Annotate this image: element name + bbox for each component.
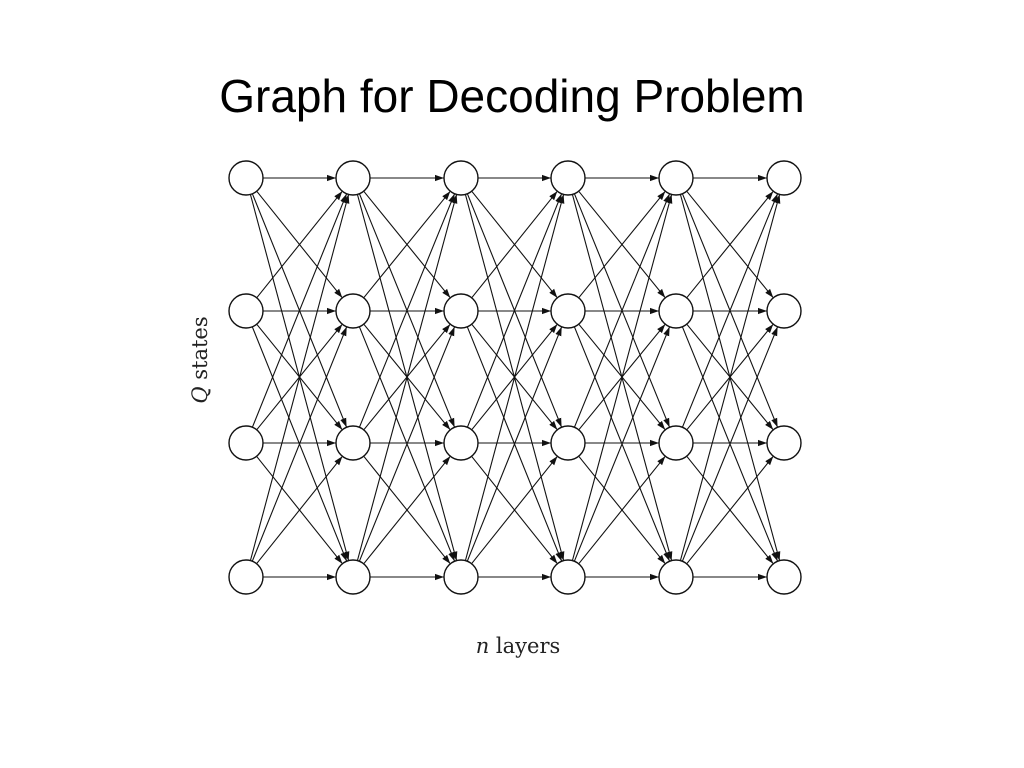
transition-edge-l5-s2-to-s1 [686, 190, 774, 299]
transition-edge-l4-s4-to-s1 [571, 194, 673, 561]
transition-edge-l5-s4-to-s2 [681, 326, 779, 562]
transition-edge-l3-s3-to-s1 [466, 193, 563, 428]
transition-edge-l1-s4-to-s3 [256, 455, 343, 565]
transition-edge-l5-s3-to-s1 [681, 193, 779, 428]
state-node-layer6-state4 [766, 559, 802, 595]
state-node-layer4-state4 [550, 559, 586, 595]
transition-edge-l4-s4-to-s2 [573, 326, 671, 562]
layers-axis-label: n layers [476, 634, 561, 658]
state-node-layer6-state2 [766, 293, 802, 329]
transition-edge-l1-s2-to-s1 [256, 190, 343, 299]
transition-edge-l2-s4-to-s2 [358, 326, 456, 562]
state-node-layer1-state1 [228, 160, 264, 196]
state-node-layer2-state2 [335, 293, 371, 329]
transition-edge-l1-s3-to-s1 [251, 193, 348, 428]
state-node-layer5-state3 [658, 425, 694, 461]
state-node-layer2-state1 [335, 160, 371, 196]
transition-edge-l3-s4-to-s2 [466, 326, 563, 562]
layers-label-text: layers [489, 634, 560, 658]
state-node-layer3-state2 [443, 293, 479, 329]
transition-edge-l4-s4-to-s3 [578, 455, 666, 565]
state-node-layer1-state2 [228, 293, 264, 329]
state-node-layer2-state4 [335, 559, 371, 595]
transition-edge-l2-s3-to-s1 [358, 193, 456, 428]
state-node-layer3-state4 [443, 559, 479, 595]
state-node-layer4-state1 [550, 160, 586, 196]
transition-edge-l4-s2-to-s1 [578, 190, 666, 299]
transition-edge-l1-s4-to-s1 [249, 194, 350, 561]
transition-edge-l5-s4-to-s1 [679, 194, 781, 561]
transition-edge-l2-s4-to-s3 [363, 455, 451, 565]
state-node-layer2-state3 [335, 425, 371, 461]
transition-edge-l3-s4-to-s1 [464, 194, 565, 561]
state-node-layer1-state3 [228, 425, 264, 461]
state-node-layer4-state3 [550, 425, 586, 461]
state-node-layer5-state4 [658, 559, 694, 595]
state-node-layer4-state2 [550, 293, 586, 329]
state-node-layer5-state1 [658, 160, 694, 196]
transition-edge-l3-s4-to-s3 [471, 455, 558, 565]
transition-edge-l3-s2-to-s1 [471, 190, 558, 299]
state-node-layer3-state3 [443, 425, 479, 461]
states-label-text: states [188, 316, 212, 386]
states-axis-label: Q states [188, 316, 212, 403]
state-node-layer6-state3 [766, 425, 802, 461]
transition-edge-l2-s4-to-s1 [356, 194, 458, 561]
transition-edge-l5-s4-to-s3 [686, 455, 774, 565]
node-group [228, 160, 802, 595]
transition-edge-l4-s3-to-s1 [573, 193, 671, 428]
state-node-layer5-state2 [658, 293, 694, 329]
state-node-layer3-state1 [443, 160, 479, 196]
transition-edge-l2-s2-to-s1 [363, 190, 451, 299]
state-node-layer1-state4 [228, 559, 264, 595]
transition-edge-l1-s4-to-s2 [251, 326, 348, 562]
state-node-layer6-state1 [766, 160, 802, 196]
layers-label-variable: n [476, 634, 490, 658]
edge-group [249, 174, 781, 581]
states-label-variable: Q [188, 386, 212, 403]
slide-title: Graph for Decoding Problem [219, 70, 805, 122]
